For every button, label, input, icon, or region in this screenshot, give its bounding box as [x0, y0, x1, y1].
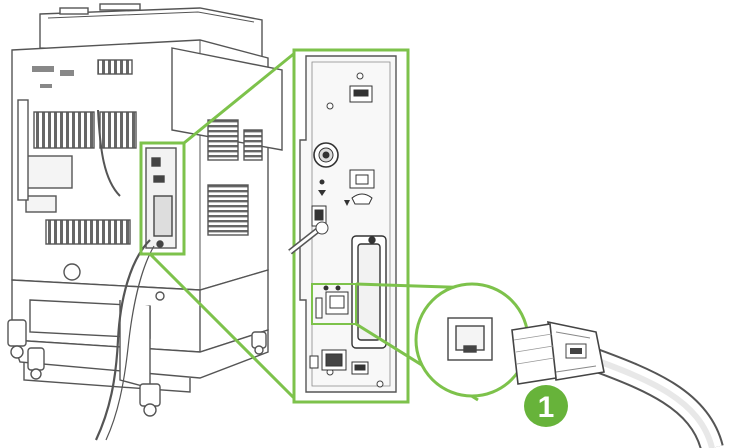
lan-port [309, 349, 347, 371]
side-vent [207, 119, 239, 161]
expansion-slot [351, 235, 387, 349]
caster-wheel [27, 347, 45, 380]
rear-vent [33, 111, 95, 149]
enlarged-formatter-panel [292, 48, 410, 404]
side-vent [207, 184, 249, 236]
fax-line-port [349, 169, 375, 205]
rear-vent [45, 219, 131, 245]
network-cable-into-panel [288, 221, 329, 255]
rear-vent [99, 111, 137, 149]
usb-host-port [349, 85, 373, 103]
network-cable-from-printer [105, 245, 155, 441]
network-port [315, 285, 349, 319]
rj45-network-cable [511, 320, 724, 448]
side-vent [243, 129, 263, 161]
network-cable-from-printer [95, 239, 151, 441]
zoom-connector-line [183, 50, 297, 145]
callout-number: 1 [538, 391, 555, 424]
formatter-highlight-box [139, 141, 186, 256]
zoom-connector-line [148, 252, 298, 402]
usb-device-port [351, 361, 369, 375]
jetlink-port [311, 205, 327, 227]
caster-wheel [7, 319, 27, 359]
rear-vent [97, 59, 133, 75]
round-connector-port [313, 142, 339, 168]
caster-wheel [251, 331, 267, 355]
caster-wheel [139, 383, 161, 417]
network-port-magnifier [414, 282, 530, 398]
network-port-highlight-box [311, 283, 357, 325]
rj45-plug [511, 323, 557, 385]
callout-badge-1: 1 [524, 385, 568, 427]
printer-rear-view [7, 3, 283, 417]
rj45-jack-closeup [447, 317, 493, 361]
power-cable [97, 109, 121, 197]
callout-circle [524, 385, 568, 427]
